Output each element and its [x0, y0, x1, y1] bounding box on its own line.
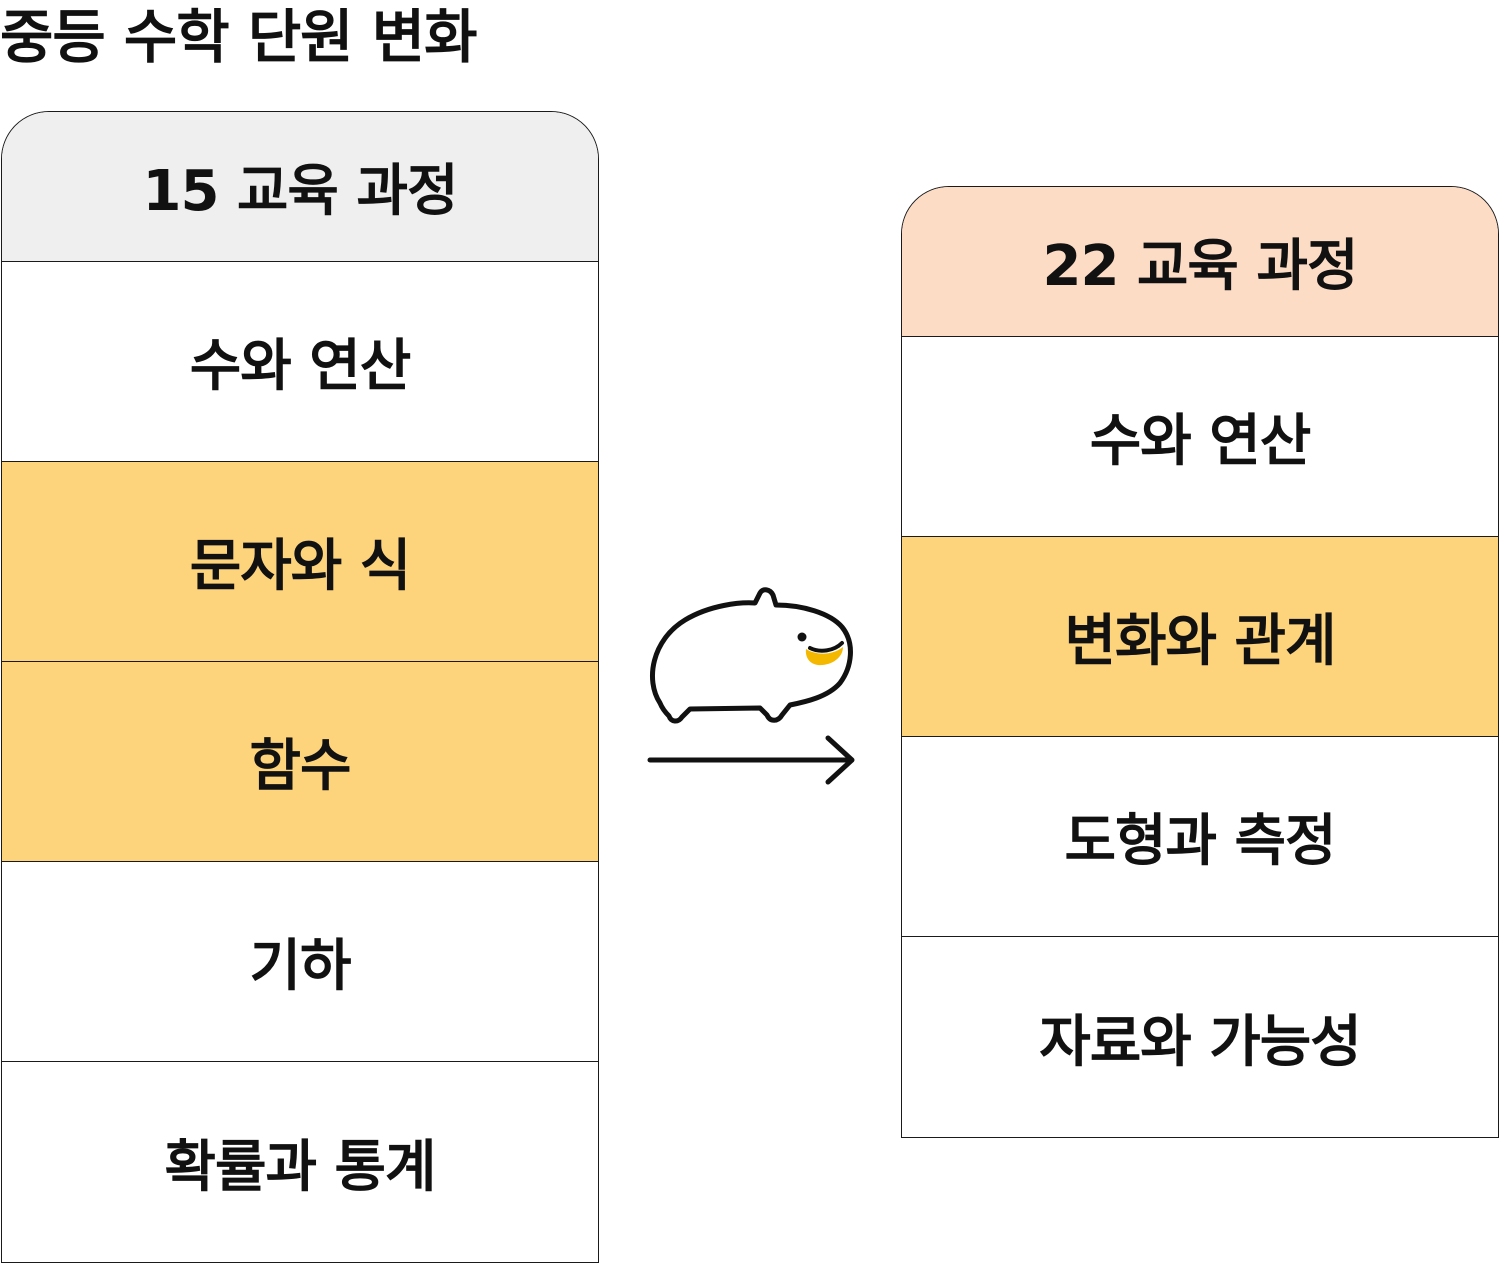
page-title: 중등 수학 단원 변화: [0, 2, 476, 72]
unit-15-geometry: 기하: [2, 862, 598, 1062]
unit-15-probability-statistics: 확률과 통계: [2, 1062, 598, 1262]
curriculum-22-header: 22 교육 과정: [902, 187, 1498, 337]
unit-22-data-probability: 자료와 가능성: [902, 937, 1498, 1137]
curriculum-22-column: 22 교육 과정 수와 연산 변화와 관계 도형과 측정 자료와 가능성: [901, 186, 1499, 1138]
unit-15-functions: 함수: [2, 662, 598, 862]
duck-mascot-icon: [640, 585, 865, 800]
curriculum-15-header: 15 교육 과정: [2, 112, 598, 262]
unit-22-shapes-measurement: 도형과 측정: [902, 737, 1498, 937]
unit-15-number-operations: 수와 연산: [2, 262, 598, 462]
unit-15-letters-expressions: 문자와 식: [2, 462, 598, 662]
curriculum-15-column: 15 교육 과정 수와 연산 문자와 식 함수 기하 확률과 통계: [1, 111, 599, 1263]
unit-22-number-operations: 수와 연산: [902, 337, 1498, 537]
unit-22-change-relations: 변화와 관계: [902, 537, 1498, 737]
